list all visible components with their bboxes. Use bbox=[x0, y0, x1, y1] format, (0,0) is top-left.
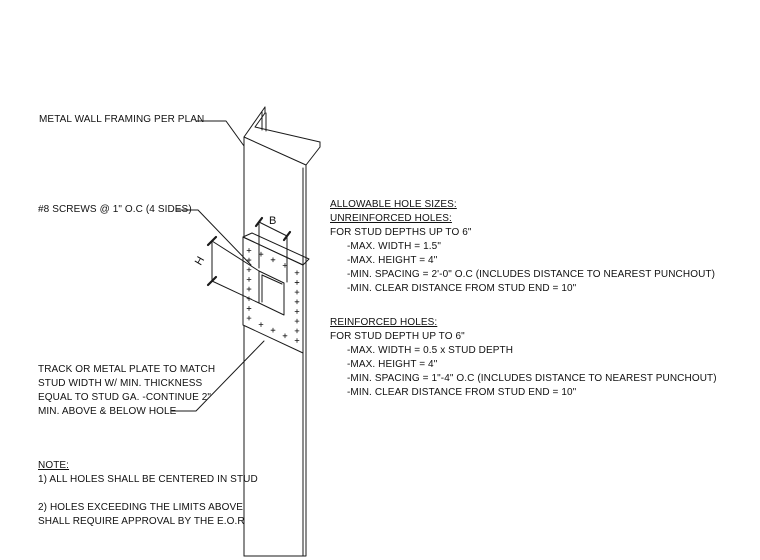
screw-mark bbox=[282, 263, 288, 268]
note-1: 1) ALL HOLES SHALL BE CENTERED IN STUD bbox=[38, 474, 258, 485]
screw-mark bbox=[294, 289, 300, 295]
dimension-b bbox=[254, 216, 292, 283]
notes-title: NOTE: bbox=[38, 460, 70, 471]
screw-mark bbox=[294, 318, 300, 324]
hole-size-spec: ALLOWABLE HOLE SIZES: UNREINFORCED HOLES… bbox=[330, 198, 717, 400]
reinforcing-plate bbox=[242, 232, 310, 354]
screw-mark bbox=[270, 257, 276, 263]
track-line-3: EQUAL TO STUD GA. -CONTINUE 2" bbox=[38, 392, 212, 403]
screw-mark bbox=[294, 338, 300, 343]
screw-mark bbox=[246, 257, 252, 263]
unreinforced-heading: UNREINFORCED HOLES: bbox=[330, 213, 452, 224]
track-line-4: MIN. ABOVE & BELOW HOLE bbox=[38, 406, 177, 417]
track-line-2: STUD WIDTH W/ MIN. THICKNESS bbox=[38, 378, 203, 389]
screw-mark bbox=[246, 306, 252, 311]
screw-mark bbox=[282, 333, 288, 339]
screw-mark bbox=[246, 315, 252, 321]
note-2-continued: SHALL REQUIRE APPROVAL BY THE E.O.R bbox=[38, 516, 245, 527]
screw-mark bbox=[246, 277, 252, 282]
unreinforced-scope: FOR STUD DEPTHS UP TO 6" bbox=[330, 227, 472, 238]
reinforced-rule: -MIN. SPACING = 1"-4" O.C (INCLUDES DIST… bbox=[347, 373, 717, 384]
track-line-1: TRACK OR METAL PLATE TO MATCH bbox=[38, 364, 216, 375]
reinforced-heading: REINFORCED HOLES: bbox=[330, 317, 438, 328]
screw-mark bbox=[246, 296, 252, 302]
note-2: 2) HOLES EXCEEDING THE LIMITS ABOVE bbox=[38, 502, 244, 513]
leader-lines bbox=[171, 120, 265, 412]
reinforced-rule: -MAX. WIDTH = 0.5 x STUD DEPTH bbox=[347, 345, 514, 356]
screw-mark bbox=[246, 286, 252, 292]
screw-mark bbox=[294, 309, 300, 314]
framing-label: METAL WALL FRAMING PER PLAN bbox=[39, 114, 205, 125]
notes-block: NOTE: 1) ALL HOLES SHALL BE CENTERED IN … bbox=[38, 459, 258, 529]
dimension-h bbox=[206, 235, 260, 304]
dimension-b-label: B bbox=[269, 215, 277, 227]
spec-title: ALLOWABLE HOLE SIZES: bbox=[330, 199, 457, 210]
screw-pattern bbox=[246, 247, 300, 343]
screw-mark bbox=[294, 328, 300, 334]
screw-mark bbox=[294, 299, 300, 305]
screw-mark bbox=[294, 270, 300, 276]
reinforced-scope: FOR STUD DEPTH UP TO 6" bbox=[330, 331, 465, 342]
screw-mark bbox=[246, 247, 252, 253]
screw-mark bbox=[270, 327, 276, 333]
screw-mark bbox=[258, 251, 264, 257]
reinforced-rule: -MIN. CLEAR DISTANCE FROM STUD END = 10" bbox=[347, 387, 577, 398]
unreinforced-rule: -MAX. HEIGHT = 4" bbox=[347, 255, 438, 266]
screw-mark bbox=[246, 267, 252, 273]
unreinforced-rule: -MIN. CLEAR DISTANCE FROM STUD END = 10" bbox=[347, 283, 577, 294]
screw-mark bbox=[294, 280, 300, 285]
screw-mark bbox=[258, 322, 264, 327]
unreinforced-rule: -MAX. WIDTH = 1.5" bbox=[347, 241, 441, 252]
track-plate-note: TRACK OR METAL PLATE TO MATCH STUD WIDTH… bbox=[38, 363, 215, 419]
unreinforced-rule: -MIN. SPACING = 2'-0" O.C (INCLUDES DIST… bbox=[347, 269, 716, 280]
screws-label: #8 SCREWS @ 1" O.C (4 SIDES) bbox=[38, 204, 192, 215]
reinforced-rule: -MAX. HEIGHT = 4" bbox=[347, 359, 438, 370]
